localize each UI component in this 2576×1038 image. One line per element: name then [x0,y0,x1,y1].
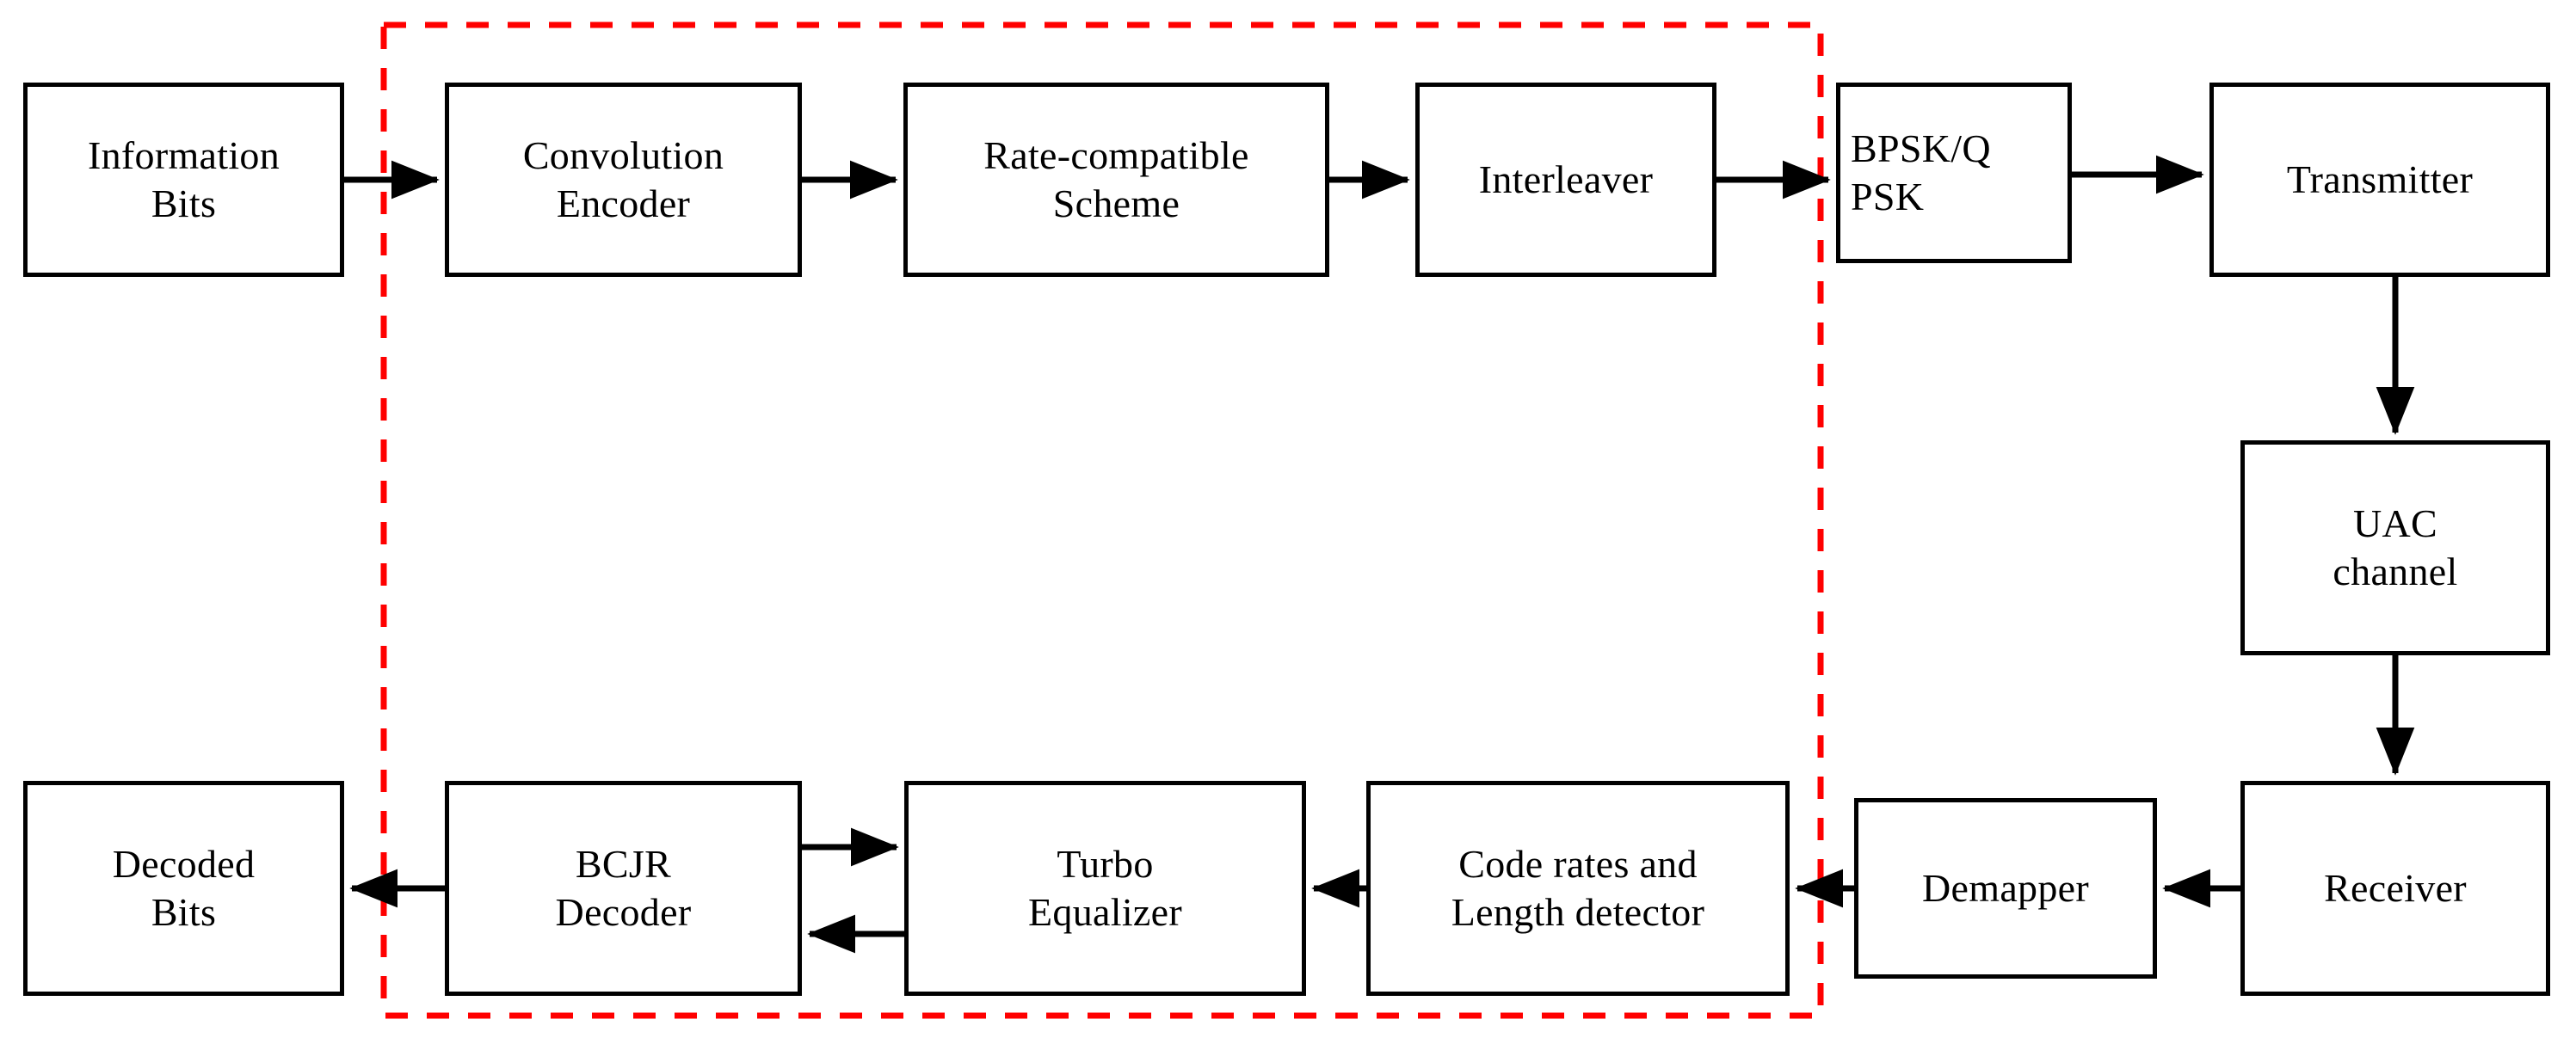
block-label-line2: Scheme [1052,181,1180,225]
block-label-line2: PSK [1851,175,1925,218]
block-label-line2: Length detector [1451,890,1705,934]
block-label-line1: Convolution [522,132,724,177]
block-demapper[interactable]: Demapper [1854,798,2157,979]
block-label-line2: channel [2333,550,2458,593]
block-label-line1: Code rates and [1458,841,1698,886]
block-label-line1: Demapper [1922,865,2089,910]
block-code-rates-and-length-detector[interactable]: Code rates and Length detector [1366,781,1790,996]
block-decoded-bits[interactable]: Decoded Bits [23,781,344,996]
block-label-line1: Turbo [1057,841,1154,886]
block-label-line1: Interleaver [1478,157,1654,201]
block-label-line1: BCJR [575,841,672,886]
block-label-line1: Information [87,132,280,177]
block-uac-channel[interactable]: UAC channel [2240,440,2550,655]
block-information-bits[interactable]: Information Bits [23,83,344,277]
block-label-line1: Decoded [112,841,256,886]
block-label-line2: Decoder [555,890,692,934]
block-bcjr-decoder[interactable]: BCJR Decoder [445,781,802,996]
block-label-line2: Bits [151,890,217,934]
block-turbo-equalizer[interactable]: Turbo Equalizer [904,781,1306,996]
block-interleaver[interactable]: Interleaver [1415,83,1716,277]
block-bpsk-qpsk[interactable]: BPSK/Q PSK [1836,83,2072,263]
block-receiver[interactable]: Receiver [2240,781,2550,996]
block-label-line1: Transmitter [2286,157,2474,201]
block-label-line1: BPSK/Q [1851,126,1991,170]
block-transmitter[interactable]: Transmitter [2209,83,2550,277]
block-rate-compatible-scheme[interactable]: Rate-compatible Scheme [903,83,1329,277]
block-label-line1: Rate-compatible [983,132,1249,177]
block-label-line2: Equalizer [1028,890,1182,934]
block-label-line1: UAC [2352,501,2438,545]
block-label-line2: Encoder [556,181,691,225]
block-label-line2: Bits [151,181,217,225]
block-convolution-encoder[interactable]: Convolution Encoder [445,83,802,277]
block-label-line1: Receiver [2324,865,2467,910]
